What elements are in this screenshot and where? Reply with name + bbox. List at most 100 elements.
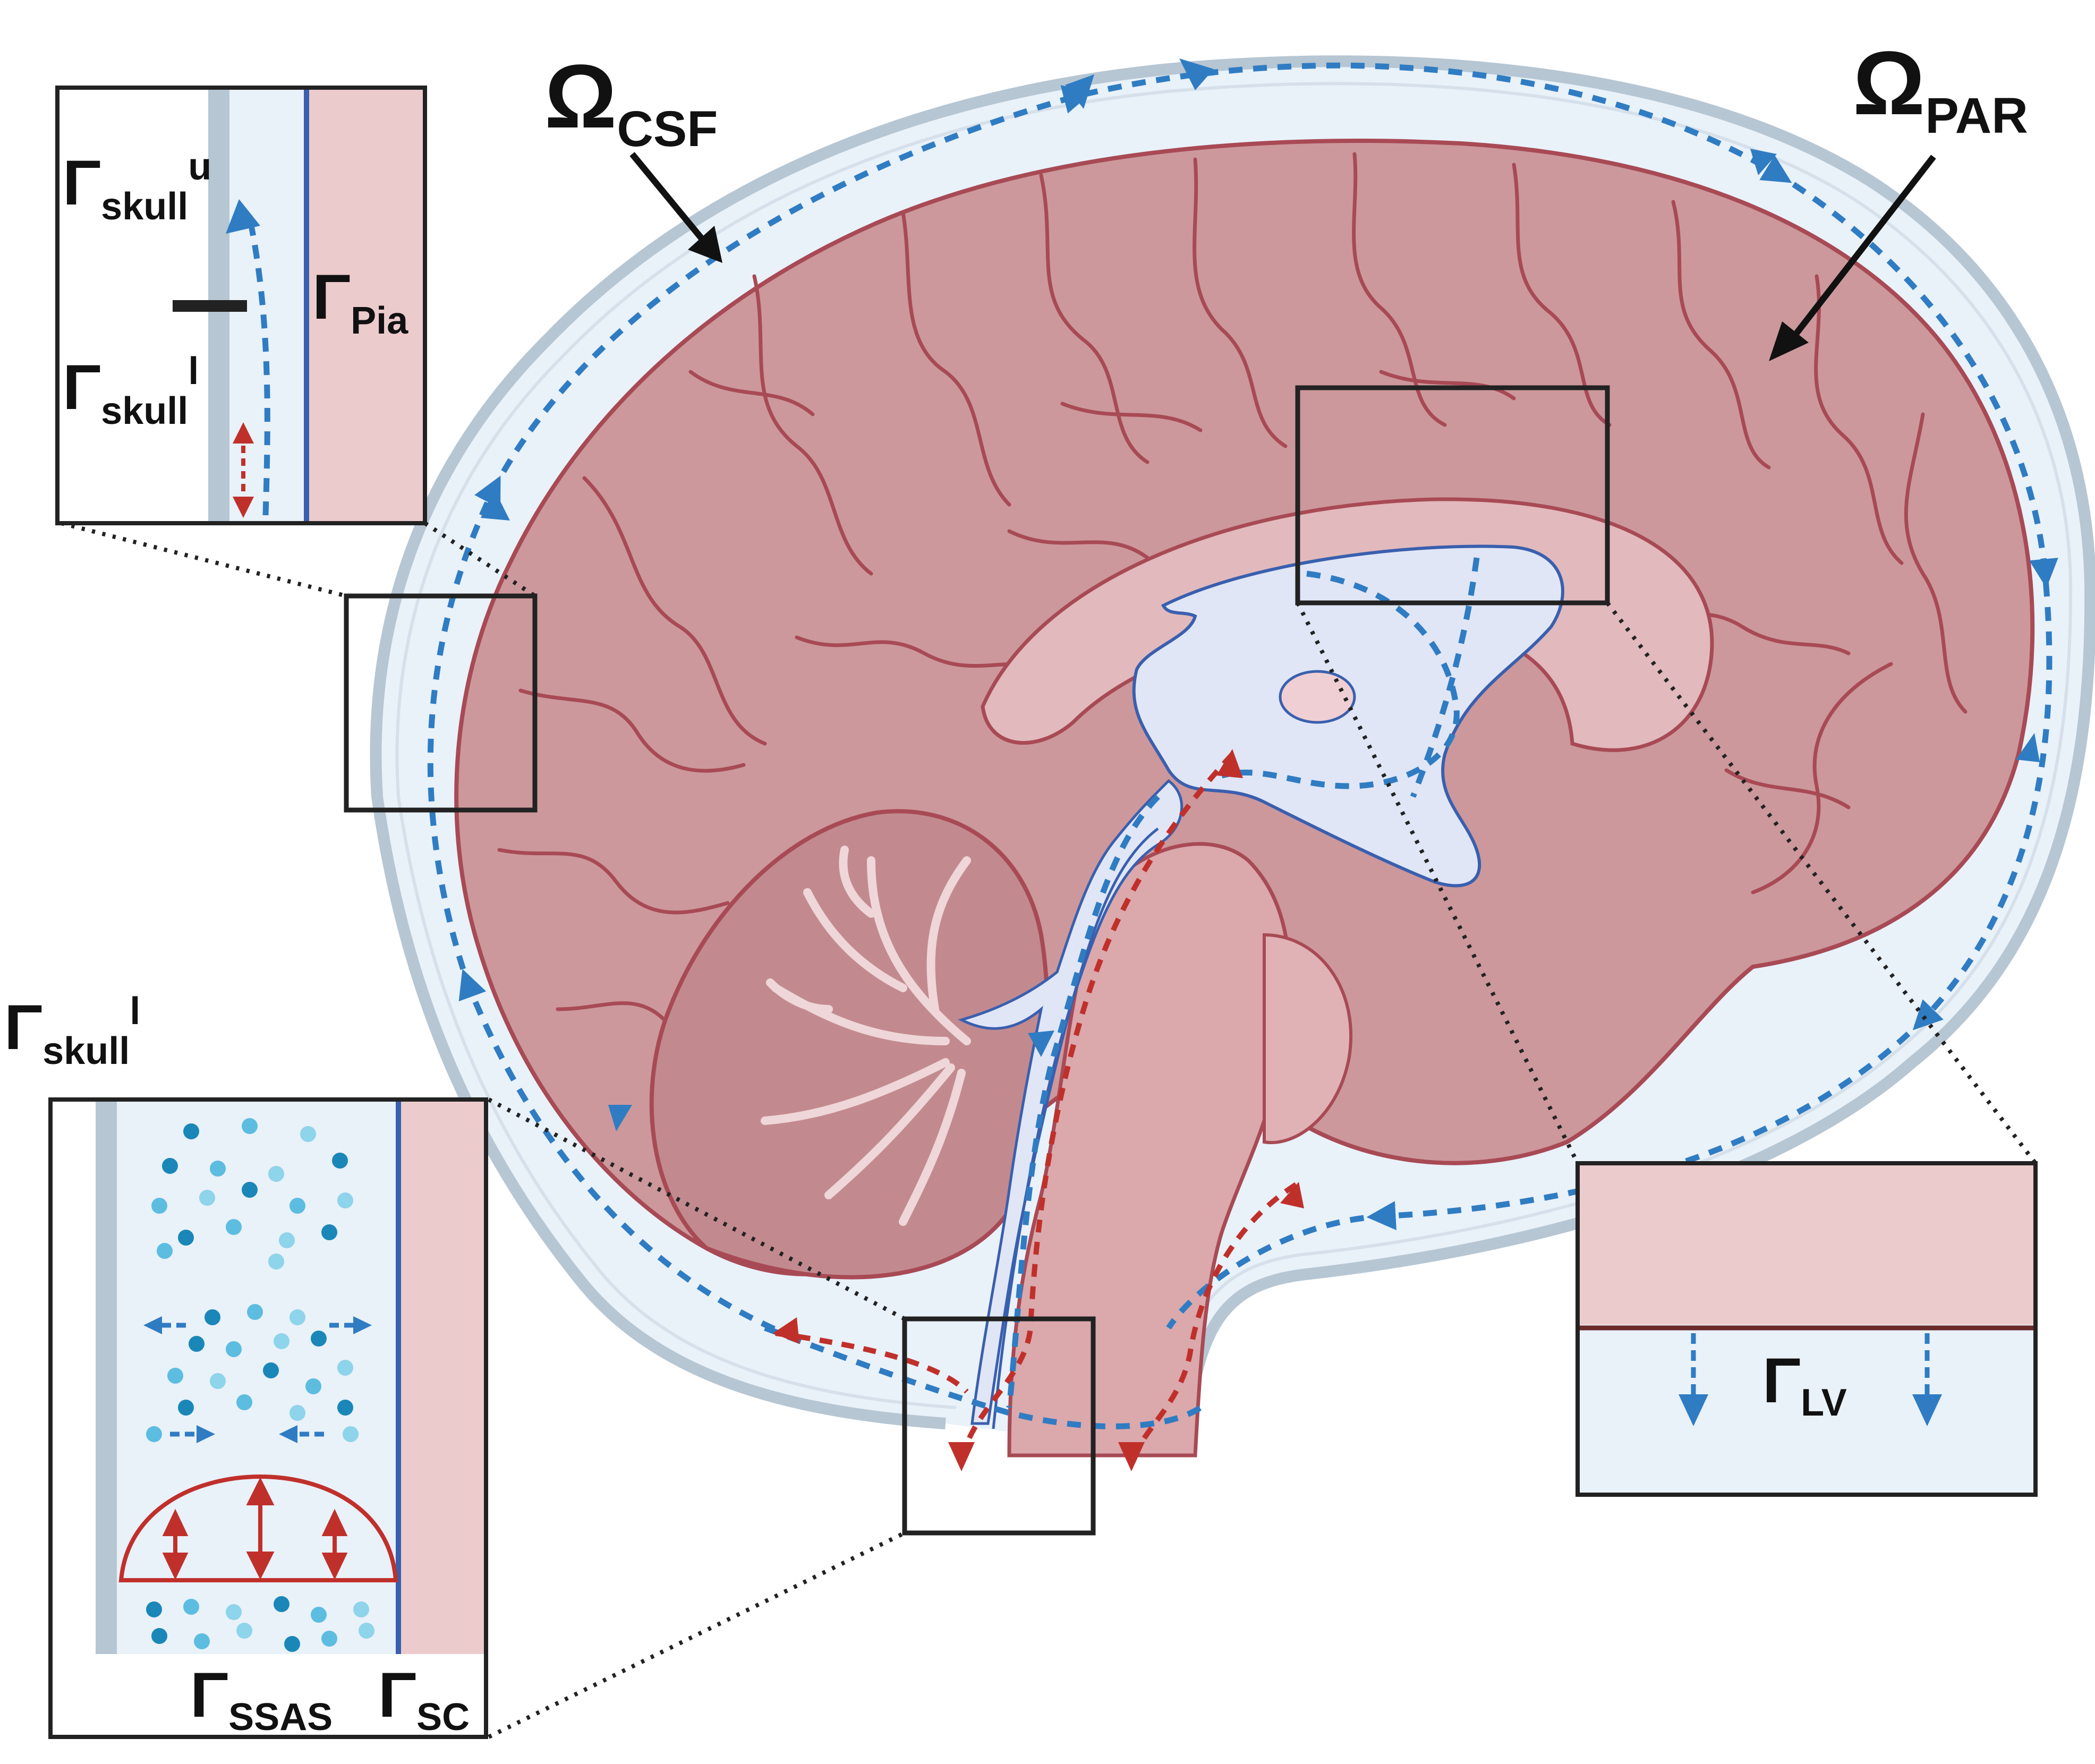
flow-red-cord-right bbox=[1129, 1182, 1298, 1467]
csf-particle bbox=[236, 1623, 252, 1639]
flow-skull-outer bbox=[427, 62, 2058, 1342]
arrowhead bbox=[1216, 749, 1243, 778]
csf-particle bbox=[359, 1623, 374, 1639]
label-gamma-ssas: ΓSSAS bbox=[190, 1659, 333, 1739]
csf-particle bbox=[162, 1158, 178, 1174]
csf-particle bbox=[337, 1400, 353, 1416]
inset-flow-arrowhead bbox=[226, 199, 260, 234]
inset-ssas-pia bbox=[396, 1102, 401, 1654]
csf-particle bbox=[289, 1405, 305, 1421]
csf-particle bbox=[236, 1394, 252, 1410]
csf-particle bbox=[199, 1190, 215, 1206]
csf-particle bbox=[183, 1599, 199, 1615]
inset-ssas-skull bbox=[96, 1102, 117, 1654]
csf-particle bbox=[311, 1331, 327, 1347]
csf-particle bbox=[157, 1243, 173, 1259]
arrowhead bbox=[608, 1105, 632, 1131]
csf-particle bbox=[242, 1118, 258, 1134]
csf-particle bbox=[268, 1166, 284, 1182]
csf-particle bbox=[263, 1362, 279, 1378]
csf-particle bbox=[274, 1596, 289, 1612]
csf-particle bbox=[151, 1628, 167, 1644]
omega-csf-arrowhead bbox=[688, 226, 722, 263]
csf-particle bbox=[226, 1219, 242, 1235]
csf-particle bbox=[343, 1426, 359, 1442]
zoom-box-ventricle bbox=[1295, 385, 1610, 606]
label-gamma-lv: ΓLV bbox=[1762, 1345, 1847, 1424]
csf-particle bbox=[337, 1192, 353, 1208]
csf-particle bbox=[178, 1400, 194, 1416]
csf-particle bbox=[305, 1378, 321, 1394]
label-gamma-sc: ΓSC bbox=[378, 1659, 470, 1739]
flow-bottom-loop bbox=[764, 1325, 1203, 1429]
inset-ssas-tissue bbox=[401, 1102, 484, 1654]
label-omega-par: ΩPAR bbox=[1853, 33, 2028, 144]
lv-blue-arrowheads bbox=[1679, 1394, 1942, 1426]
csf-flow-blue bbox=[427, 62, 2058, 1429]
inset-lv bbox=[1575, 1161, 2038, 1497]
csf-particle bbox=[337, 1360, 353, 1376]
inset-pia-line bbox=[304, 90, 309, 521]
zoom-box-skull bbox=[344, 593, 538, 813]
arrowhead bbox=[948, 1442, 975, 1471]
arrowhead bbox=[481, 489, 510, 521]
arrowhead bbox=[1028, 1030, 1054, 1057]
arrowhead bbox=[1179, 58, 1214, 90]
csf-flow-red bbox=[775, 752, 1298, 1467]
connector-lines bbox=[61, 521, 2038, 1739]
arrowhead bbox=[2016, 733, 2040, 762]
arrowhead bbox=[1750, 149, 1777, 175]
omega-par-pointer bbox=[1793, 155, 1936, 337]
csf-particle bbox=[321, 1631, 337, 1647]
ssas-red-dome bbox=[118, 1474, 398, 1582]
csf-particle bbox=[332, 1153, 348, 1169]
inset-red-up bbox=[233, 422, 254, 444]
omega-par-arrowhead bbox=[1769, 321, 1809, 361]
csf-particle bbox=[167, 1368, 183, 1384]
inset-lv-tissue bbox=[1580, 1165, 2033, 1325]
inset-red-down bbox=[233, 497, 254, 518]
csf-particle bbox=[210, 1161, 226, 1177]
csf-particle bbox=[279, 1232, 295, 1248]
csf-particle bbox=[205, 1309, 220, 1325]
csf-particle bbox=[268, 1254, 284, 1269]
csf-particle bbox=[289, 1198, 305, 1214]
csf-particle bbox=[321, 1224, 337, 1240]
flow-red-cord-left bbox=[959, 752, 1234, 1467]
csf-particle bbox=[210, 1373, 226, 1389]
lv-blue-arrows bbox=[1691, 1333, 1930, 1397]
omega-csf-pointer bbox=[629, 152, 709, 246]
zoom-boxes bbox=[344, 385, 1610, 1536]
csf-particle bbox=[226, 1341, 242, 1357]
csf-particle bbox=[242, 1182, 258, 1198]
zoom-box-cord bbox=[902, 1316, 1096, 1536]
arrowhead bbox=[1118, 1442, 1145, 1471]
csf-particle bbox=[247, 1304, 263, 1320]
csf-particle bbox=[353, 1601, 369, 1617]
flow-ventricle-down bbox=[1410, 557, 1480, 798]
csf-particle bbox=[151, 1198, 167, 1214]
label-gamma-skull-l-inset: Γskulll bbox=[63, 350, 199, 432]
csf-particle bbox=[146, 1426, 162, 1442]
arrowhead bbox=[773, 1317, 799, 1344]
inset-divider-mark bbox=[173, 300, 247, 312]
csf-particle bbox=[194, 1633, 210, 1649]
ssas-red-arrows bbox=[162, 1477, 348, 1580]
csf-particle bbox=[146, 1601, 162, 1617]
csf-particle bbox=[289, 1309, 305, 1325]
thalamus bbox=[1279, 670, 1356, 724]
csf-particle bbox=[183, 1123, 199, 1139]
flow-red-bottom-left bbox=[775, 1331, 969, 1394]
arrowhead bbox=[1065, 74, 1094, 109]
label-omega-csf: ΩCSF bbox=[544, 46, 718, 157]
inset-skull-pia bbox=[55, 86, 427, 525]
label-gamma-pia: ΓPia bbox=[312, 261, 408, 342]
label-gamma-skull-u: Γskullu bbox=[63, 146, 211, 228]
label-gamma-skull-l-outer: Γskulll bbox=[4, 990, 140, 1072]
inset-ssas-sc bbox=[48, 1097, 488, 1739]
inset-tissue bbox=[309, 90, 423, 521]
red-arrowheads bbox=[773, 749, 1304, 1471]
csf-particle bbox=[284, 1636, 300, 1652]
flow-cord-blue bbox=[1006, 795, 1160, 1408]
